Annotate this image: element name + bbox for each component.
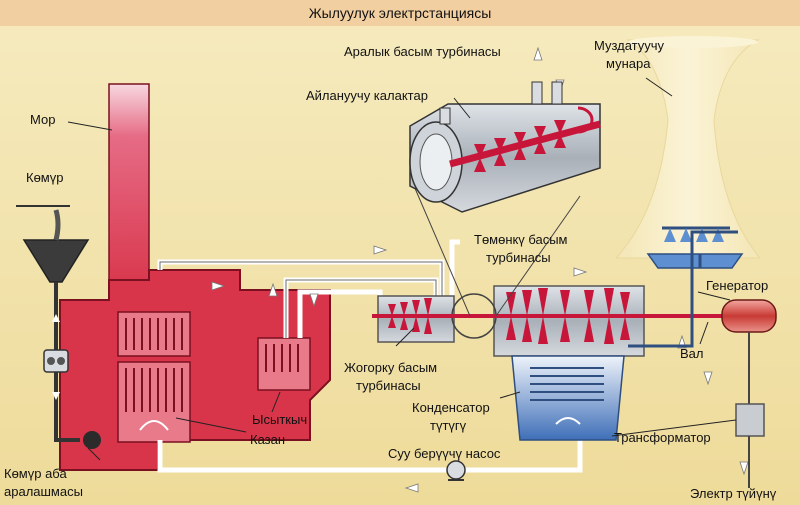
spray-nozzles [664,228,724,242]
leader-lines [67,77,737,461]
rotation-arrow-icon [577,106,594,134]
burner-icon [83,431,101,449]
label-lp-turbine-2: турбинасы [486,250,551,265]
label-rotor: Айлануучу калактар [306,88,428,103]
steam-pipe-outline [159,261,443,338]
label-coal: Көмүр [26,170,63,185]
coal-hopper [22,239,90,283]
flame-arrow [139,420,169,431]
cooling-tower [614,39,762,259]
coal-stream [53,209,61,241]
chimney [108,83,150,295]
label-hp-turbine-1: Жогорку басым [344,360,437,375]
superheater-tubes [265,344,299,372]
condenser-coils [530,367,604,401]
down-arrow-icon [52,392,60,400]
label-power-line: Электр түйүнү [690,486,777,501]
label-chimney: Мор [30,112,55,127]
label-condenser-1: Конденсатор [412,400,490,415]
label-superheater: Ысыткыч [252,412,307,427]
cooling-basin [646,253,744,269]
label-feed-pump: Суу берүүчү насос [388,446,501,461]
label-cooling-tower-1: Муздатуучу [594,38,665,53]
diagram-title: Жылуулук электрстанциясы [309,5,492,21]
boiler-tubes [125,318,183,412]
feed-water-pipe [170,440,583,473]
label-hp-turbine-2: турбинасы [356,378,421,393]
label-transformer: Трансформатор [614,430,711,445]
generator [721,299,777,333]
up-arrow-icon [52,314,60,322]
lp-turbine-casing [493,285,645,357]
coal-feed-pipe [54,282,80,442]
label-cooling-tower-2: мунара [606,56,651,71]
transformer [735,403,765,437]
label-coal-air-mix-2: аралашмасы [4,484,83,499]
economizer-chamber [117,311,191,357]
label-coal-air-mix-1: Көмүр аба [4,466,67,481]
label-shaft: Вал [680,346,704,361]
ip-turbine-inset [409,81,601,317]
label-condenser-2: түтүгү [430,418,467,433]
furnace-chamber [117,361,191,443]
title-bar [0,0,800,26]
label-lp-turbine-1: Төмөнкү басым [474,232,568,247]
label-generator: Генератор [706,278,768,293]
condensate-arrow [555,417,581,425]
cooling-water-pipe [628,230,738,348]
cooling-tower-top [628,36,758,48]
feed-pump [446,460,466,480]
label-boiler: Казан [250,432,285,447]
coal-mill [43,349,69,373]
label-ip-turbine: Аралык басым турбинасы [344,44,501,59]
